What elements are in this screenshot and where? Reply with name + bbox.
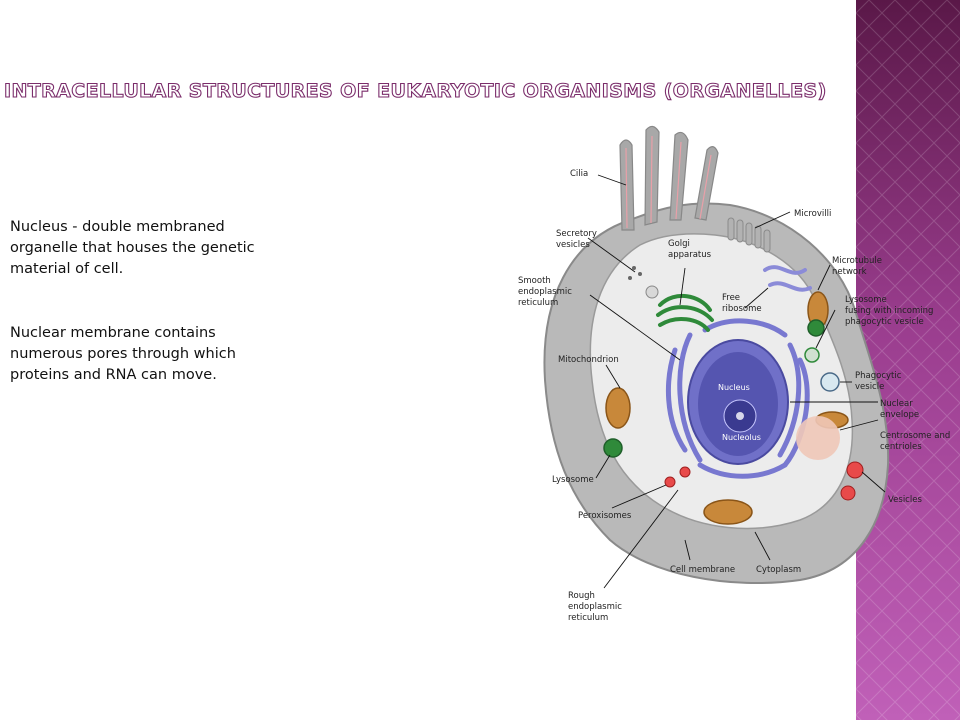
label-cilia: Cilia xyxy=(570,169,588,179)
vesicles xyxy=(664,461,864,501)
label-lysosome: Lysosome xyxy=(552,475,594,485)
paragraph-line: numerous pores through which xyxy=(10,346,236,362)
decorative-side-band xyxy=(856,0,960,720)
rough-er xyxy=(666,318,810,479)
label-microvilli: Microvilli xyxy=(794,209,831,219)
label-mitochondrion: Mitochondrion xyxy=(558,355,619,365)
nuclear-membrane-paragraph: Nuclear membrane contains numerous pores… xyxy=(10,323,310,386)
nucleus-paragraph: Nucleus - double membraned organelle tha… xyxy=(10,217,310,280)
centrosome xyxy=(796,416,840,460)
paragraph-line: Nucleus - double membraned xyxy=(10,219,225,235)
paragraph-line: organelle that houses the genetic xyxy=(10,240,255,256)
golgi-apparatus xyxy=(656,293,714,332)
label-nucleolus: Nucleolus xyxy=(722,433,761,442)
paragraph-line: material of cell. xyxy=(10,261,124,277)
label-nucleus: Nucleus xyxy=(718,383,750,392)
slide-title: INTRACELLULAR STRUCTURES OF EUKARYOTIC O… xyxy=(3,79,827,102)
microvilli xyxy=(727,217,771,253)
phagocytic-vesicle xyxy=(820,372,840,392)
paragraph-line: proteins and RNA can move. xyxy=(10,367,217,383)
label-cell-membrane: Cell membrane xyxy=(670,565,735,575)
smooth-er xyxy=(763,265,812,292)
paragraph-line: Nuclear membrane contains xyxy=(10,325,216,341)
label-cytoplasm: Cytoplasm xyxy=(756,565,801,575)
cilia xyxy=(619,125,719,231)
secretory-vesicles xyxy=(628,266,659,299)
lysosomes xyxy=(603,319,825,458)
label-peroxisomes: Peroxisomes xyxy=(578,511,632,521)
label-vesicles: Vesicles xyxy=(888,495,922,505)
